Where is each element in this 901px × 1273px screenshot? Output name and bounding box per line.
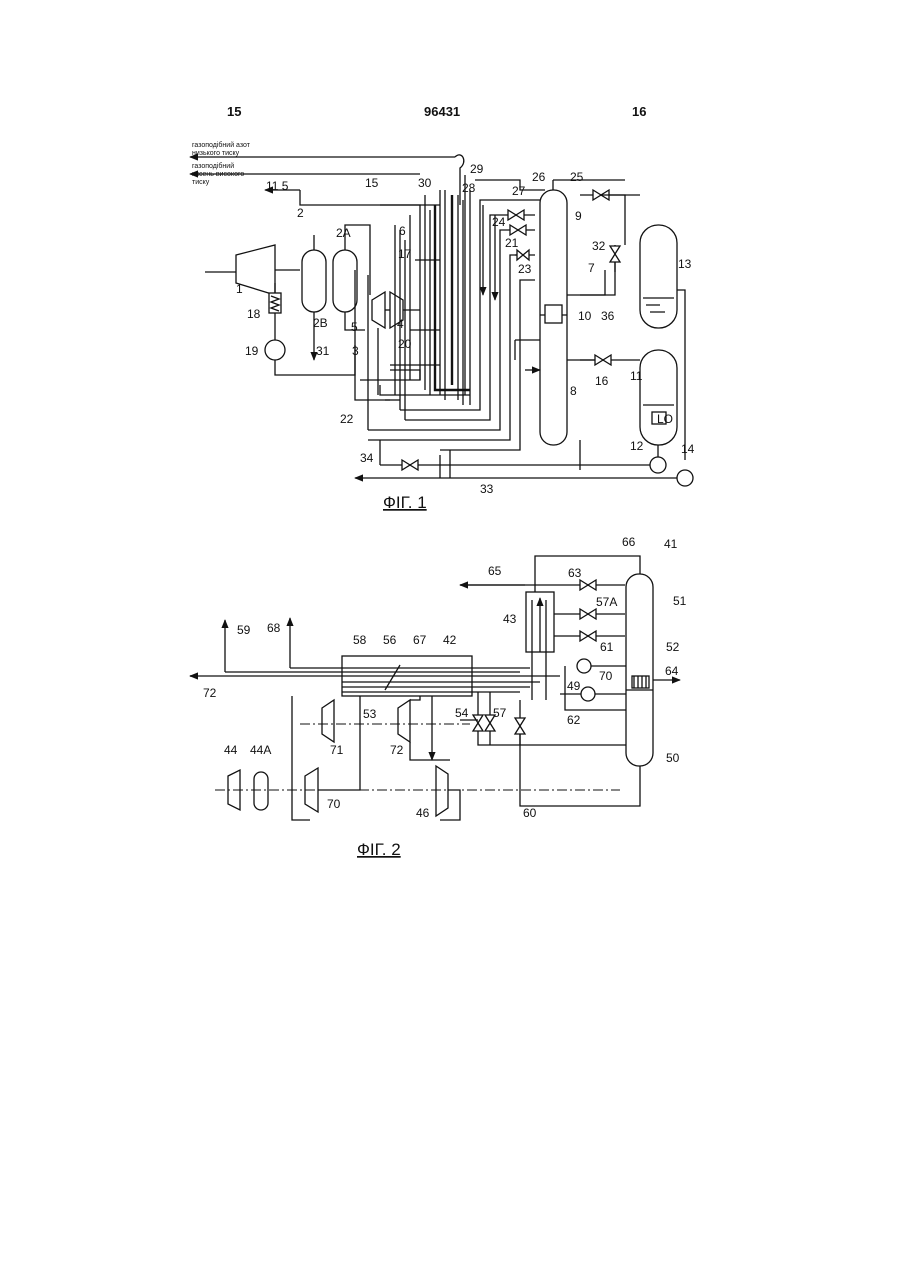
ref-30: 30 [418,176,432,190]
ref-63: 63 [568,566,582,580]
ref-59: 59 [237,623,251,637]
ref-12: 12 [630,439,644,453]
ref-34: 34 [360,451,374,465]
ref-61: 61 [600,640,614,654]
ref-19: 19 [245,344,259,358]
ref-28: 28 [462,181,476,195]
ref-57A: 57A [596,595,617,609]
ref-3: 3 [352,344,359,358]
nitrogen-label-1: газоподібний азот [192,141,251,149]
ref-25: 25 [570,170,584,184]
ref-23: 23 [518,262,532,276]
figure-1-caption: ФІГ. 1 [383,493,427,512]
ref-68: 68 [267,621,281,635]
ref-11: 11 [630,369,643,383]
ref-56: 56 [383,633,397,647]
ref-46: 46 [416,806,430,820]
oxygen-label-2: кисень високого [192,171,244,178]
ref-36: 36 [601,309,615,323]
ref-17: 17 [398,247,412,261]
pump-49 [581,687,595,701]
ref-16: 16 [595,374,609,388]
ref-7: 7 [588,261,595,275]
ref-62: 62 [567,713,581,727]
ref-10: 10 [578,309,592,323]
ref-33: 33 [480,482,494,496]
ref-2B: 2B [313,316,328,330]
ref-66: 66 [622,535,636,549]
ref-2: 2 [297,206,304,220]
ref-65: 65 [488,564,502,578]
line-66 [535,556,640,592]
ref-57: 57 [493,706,507,720]
ref-49: 49 [567,679,581,693]
ref-72-line: 72 [203,686,217,700]
ref-41: 41 [664,537,678,551]
valves-54-57 [460,692,626,745]
ref-44: 44 [224,743,238,757]
ref-70-pump: 70 [599,669,613,683]
line-60 [520,730,640,806]
ref-5: 5 [351,320,358,334]
bottom-lines [355,440,677,478]
ref-27: 27 [512,184,526,198]
machines-fig2 [215,696,620,820]
oxygen-label-1: газоподібний [192,162,234,170]
ref-44A: 44A [250,743,271,757]
ref-24: 24 [492,215,506,229]
distillation-column [515,180,625,470]
ref-43: 43 [503,612,517,626]
ref-52: 52 [666,640,680,654]
nitrogen-label-2: низького тиску [192,150,240,157]
ref-8: 8 [570,384,577,398]
ref-58: 58 [353,633,367,647]
ref-14: 14 [681,442,695,456]
pump-19 [265,340,285,360]
ref-64: 64 [665,664,679,678]
ref-2A: 2A [336,226,351,240]
exchanger-43 [526,592,554,700]
ref-1: 1 [236,282,243,296]
ref-60: 60 [523,806,537,820]
ref-71: 71 [330,743,344,757]
valves-column [505,210,535,260]
ref-42: 42 [443,633,457,647]
ref-4: 4 [397,317,404,331]
compressor-1 [205,245,300,295]
figure-2-caption: ФІГ. 2 [357,840,401,859]
adsorber-2 [302,225,370,360]
lo-label: LO [657,412,673,426]
ref-51: 51 [673,594,687,608]
ref-29: 29 [470,162,484,176]
ref-54: 54 [455,706,469,720]
ref-21: 21 [505,236,519,250]
pump-12 [650,457,666,473]
ref-50: 50 [666,751,680,765]
ref-13: 13 [678,257,692,271]
oxygen-label-3: тиску [192,179,210,186]
ref-32: 32 [592,239,606,253]
ref-72-machine: 72 [390,743,404,757]
ref-6: 6 [399,224,406,238]
ref-15: 15 [365,176,379,190]
pump-70 [577,659,591,673]
pump-14 [677,470,693,486]
ref-9: 9 [575,209,582,223]
ref-31: 31 [316,344,330,358]
ref-20: 20 [398,337,412,351]
ref-22: 22 [340,412,354,426]
figure-2: 41 42 43 44 44A 46 49 50 51 52 53 54 56 … [190,535,687,859]
ref-11-5: 11 5 [266,179,289,193]
figure-1: газоподібний азот низького тиску газопод… [190,141,695,512]
ref-18: 18 [247,307,261,321]
ref-67: 67 [413,633,427,647]
tank-11 [580,350,677,458]
ref-70-machine: 70 [327,797,341,811]
ref-26: 26 [532,170,546,184]
ref-53: 53 [363,707,377,721]
